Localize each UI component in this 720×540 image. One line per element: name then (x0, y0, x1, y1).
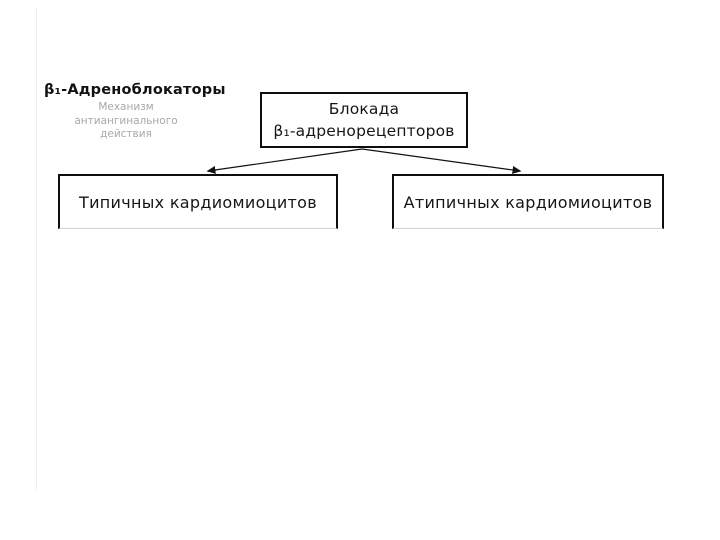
subtitle-line: антиангинального (74, 114, 178, 127)
slide-subtitle: Механизм антиангинального действия (44, 101, 208, 142)
slide-edge-line (36, 8, 37, 490)
subtitle-line: действия (100, 128, 152, 141)
child-node-box-typical: Типичных кардиомиоцитов (58, 174, 338, 229)
subtitle-line: Механизм (98, 101, 154, 113)
arrow-right-icon (361, 148, 522, 174)
root-node-box: Блокада β₁-адренорецепторов (260, 92, 468, 148)
slide-title: β₁-Адреноблокаторы (44, 82, 226, 98)
root-node-line: β₁-адренорецепторов (273, 122, 455, 140)
arrow-left-icon (206, 148, 363, 174)
child-node-label: Атипичных кардиомиоцитов (403, 192, 653, 212)
child-node-label: Типичных кардиомиоцитов (79, 192, 317, 212)
root-node-line: Блокада (328, 99, 400, 118)
child-node-box-atypical: Атипичных кардиомиоцитов (392, 174, 664, 229)
slide-header: β₁-Адреноблокаторы Механизм антиангиналь… (44, 82, 226, 142)
